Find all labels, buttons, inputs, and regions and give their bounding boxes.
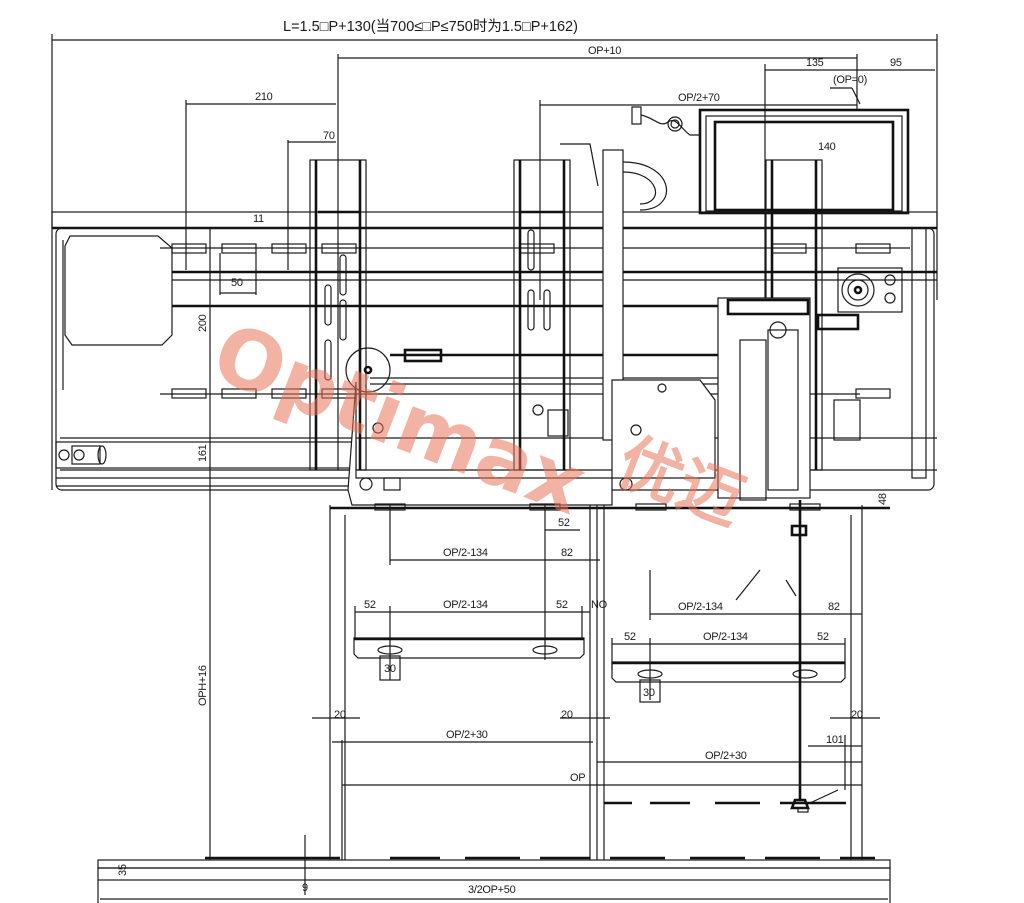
motor [55, 235, 357, 469]
bottom-dims [312, 717, 880, 860]
hanger-slots-top [160, 243, 910, 295]
dim-op-half-plus-70 [539, 100, 857, 300]
left-door-dims [354, 505, 600, 680]
left-hanger [309, 159, 613, 506]
dim-210-70 [185, 100, 336, 270]
middle-hanger [513, 159, 571, 471]
door-cable [790, 500, 839, 813]
overall-length-dimension [51, 34, 938, 300]
op-plus-10-dimension [337, 54, 858, 470]
oph-dimension [209, 505, 306, 895]
right-door-dims [611, 570, 862, 700]
left-door-panel [353, 637, 585, 681]
right-hanger [717, 159, 927, 601]
right-door-panel [611, 661, 846, 703]
center-arm [560, 143, 716, 491]
door-sill [97, 856, 891, 903]
door-frame-lines [329, 503, 890, 860]
